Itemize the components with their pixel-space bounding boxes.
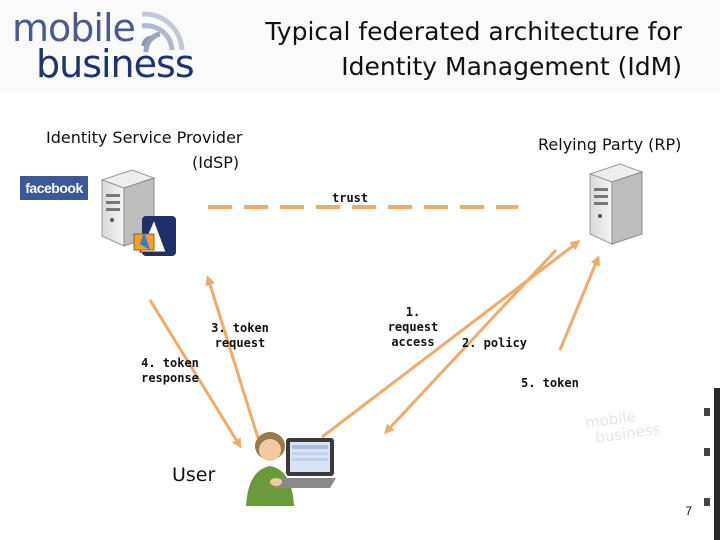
idsp-label-line1: Identity Service Provider [46, 128, 243, 147]
step-5-label: 5. token [521, 376, 579, 390]
arrow-policy [383, 248, 558, 435]
user-with-laptop-icon [246, 432, 336, 506]
page-number: 7 [685, 504, 692, 518]
security-cert-icon [133, 216, 176, 256]
step-4-label: 4. token response [141, 356, 199, 385]
header [0, 0, 720, 92]
user-label: User [172, 464, 216, 486]
arrow-token-request [205, 275, 260, 439]
step-2-label: 2. policy [462, 336, 528, 350]
step-3-label: 3. token request [211, 321, 269, 350]
signal-waves-icon [141, 11, 185, 52]
facebook-logo: facebook [20, 176, 88, 200]
idsp-label-line2: (IdSP) [192, 153, 240, 172]
server-icon [588, 163, 644, 245]
arrow-token [558, 255, 600, 351]
step-1-label: 1. request access [387, 305, 439, 349]
logo-text-business: business [36, 42, 195, 86]
page-title: Typical federated architecture for Ident… [265, 17, 682, 81]
rp-label: Relying Party (RP) [538, 135, 682, 154]
logo-text-mobile: mobile [12, 6, 136, 50]
arrow-request-access [321, 240, 581, 439]
corner-decoration [704, 388, 720, 540]
trust-label: trust [332, 191, 369, 205]
arrow-token-response [148, 299, 242, 449]
